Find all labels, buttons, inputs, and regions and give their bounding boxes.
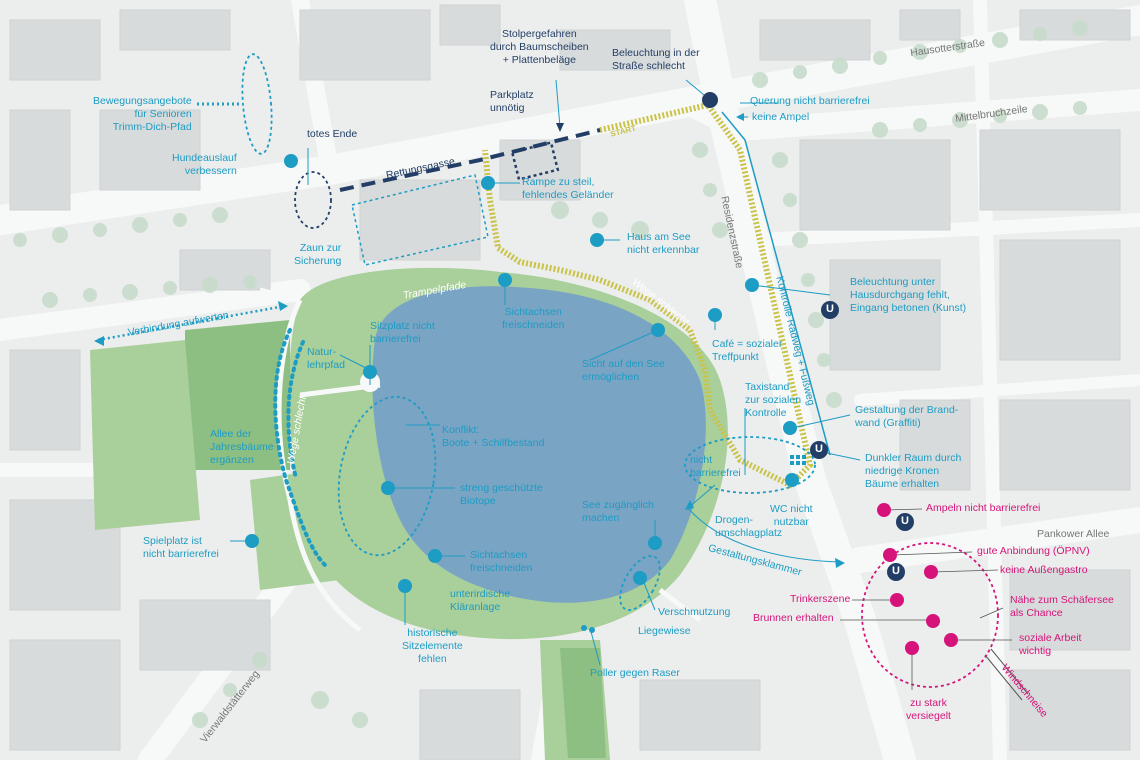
label-querung: Querung nicht barrierefrei — [750, 95, 870, 107]
label-keine-aussengastro: keine Außengastro — [1000, 564, 1088, 576]
label-totes-ende: totes Ende — [307, 128, 358, 140]
label-drogen: Drogen- umschlagplatz — [715, 514, 783, 539]
marker-verschmutzung — [633, 571, 647, 585]
magenta-lines — [840, 508, 1012, 690]
lake — [372, 286, 706, 603]
parkplatz-box — [510, 141, 560, 181]
ubahn-icons — [810, 301, 914, 581]
label-allee: Allee der Jahresbäume ergänzen — [210, 428, 274, 466]
ubahn-letter: U — [892, 565, 900, 577]
label-versiegelt: zu stark versiegelt — [906, 697, 951, 722]
street-trees — [13, 20, 1088, 728]
label-historische: historische Sitzelemente fehlen — [402, 627, 463, 665]
label-see-zugaenglich: See zugänglich machen — [582, 499, 654, 524]
windschneise-arrows — [984, 648, 1029, 701]
label-brunnen: Brunnen erhalten — [753, 612, 834, 624]
marker-biotope — [381, 481, 395, 495]
marker-wc — [785, 473, 799, 487]
label-nicht-barrierefrei: nicht barrierefrei — [690, 454, 741, 479]
label-rampe: Rampe zu steil, fehlendes Geländer — [522, 176, 614, 201]
label-ampeln: Ampeln nicht barrierefrei — [926, 502, 1041, 514]
ubahn-letter: U — [815, 443, 823, 455]
label-parkplatz: Parkplatz unnötig — [490, 89, 534, 114]
label-gestaltung-brandwand: Gestaltung der Brand- wand (Graffiti) — [855, 404, 959, 429]
cyan-markers — [245, 154, 799, 593]
arrow-heads — [94, 113, 845, 568]
marker-see-zugaenglich — [648, 536, 662, 550]
label-soziale-arbeit: soziale Arbeit wichtig — [1019, 632, 1082, 657]
label-taxistand: Taxistand zur sozialen Kontrolle — [745, 381, 802, 419]
marker-cafe — [708, 308, 722, 322]
marker-historische — [398, 579, 412, 593]
marker-brandwand — [783, 421, 797, 435]
marker-sicht-see — [651, 323, 665, 337]
label-liegewiese: Liegewiese — [638, 625, 691, 637]
label-zaun: Zaun zur Sicherung — [294, 242, 342, 267]
marker-sitzplatz — [363, 365, 377, 379]
label-konflikt: Konflikt: Boote + Schilfbestand — [442, 424, 545, 449]
marker-querung — [702, 92, 718, 108]
label-gute-anbindung: gute Anbindung (ÖPNV) — [977, 545, 1090, 557]
marker-rampe — [481, 176, 495, 190]
label-beleuchtung-durchgang: Beleuchtung unter Hausdurchgang fehlt, E… — [850, 276, 967, 314]
marker-haus-am-see — [590, 233, 604, 247]
label-sicht-see: Sicht auf den See ermöglichen — [582, 358, 665, 383]
zaun-outline — [351, 174, 489, 266]
marker-hundeauslauf — [284, 154, 298, 168]
label-streng: streng geschützte Biotope — [460, 482, 543, 507]
label-poller: Poller gegen Raser — [590, 667, 680, 679]
label-klaeranlage: unterirdische Kläranlage — [450, 588, 511, 613]
label-sitzplatz: Sitzplatz nicht barrierefrei — [370, 320, 435, 345]
label-keine-ampel: keine Ampel — [752, 111, 810, 123]
label-cafe: Café = sozialer Treffpunkt — [712, 338, 783, 363]
marker-sichtachsen-top — [498, 273, 512, 287]
marker-sichtachsen-bottom — [428, 549, 442, 563]
label-haus-am-see: Haus am See nicht erkennbar — [627, 231, 700, 256]
label-naturlehrpfad: Natur- lehrpfad — [307, 346, 345, 371]
label-dunkler-raum: Dunkler Raum durch niedrige Kronen Bäume… — [865, 452, 962, 490]
label-bewegungsangebote: Bewegungsangebote für Senioren Trimm-Dic… — [93, 95, 192, 133]
marker-beleuchtung — [745, 278, 759, 292]
label-stolper: Stolpergefahren durch Baumscheiben + Pla… — [490, 28, 589, 66]
wc-grid-icon — [790, 455, 806, 465]
zone-ellipses — [241, 53, 999, 688]
magenta-markers — [877, 503, 958, 655]
label-naehe: Nähe zum Schäfersee als Chance — [1010, 594, 1114, 619]
label-sichtachsen-bottom: Sichtachsen freischneiden — [470, 549, 533, 574]
label-hundeauslauf: Hundeauslauf verbessern — [172, 152, 237, 177]
rettungsgasse-line — [339, 128, 601, 192]
label-wc: WC nicht nutzbar — [770, 503, 813, 528]
path-dots — [273, 328, 327, 567]
ubahn-letter: U — [901, 515, 909, 527]
buildings — [9, 4, 1131, 760]
marker-spielplatz — [245, 534, 259, 548]
label-verschmutzung: Verschmutzung — [658, 606, 731, 618]
label-beleuchtung-strasse: Beleuchtung in der Straße schlecht — [612, 47, 700, 72]
poller-marks — [581, 625, 595, 633]
street-pankower-allee: Pankower Allee — [1037, 528, 1110, 540]
label-trinkerszene: Trinkerszene — [790, 593, 851, 605]
label-spielplatz: Spielplatz ist nicht barrierefrei — [143, 535, 219, 560]
radweg-line — [721, 111, 831, 456]
start-route — [482, 101, 814, 489]
label-sichtachsen-top: Sichtachsen freischneiden — [502, 306, 565, 331]
ubahn-letter: U — [826, 303, 834, 315]
